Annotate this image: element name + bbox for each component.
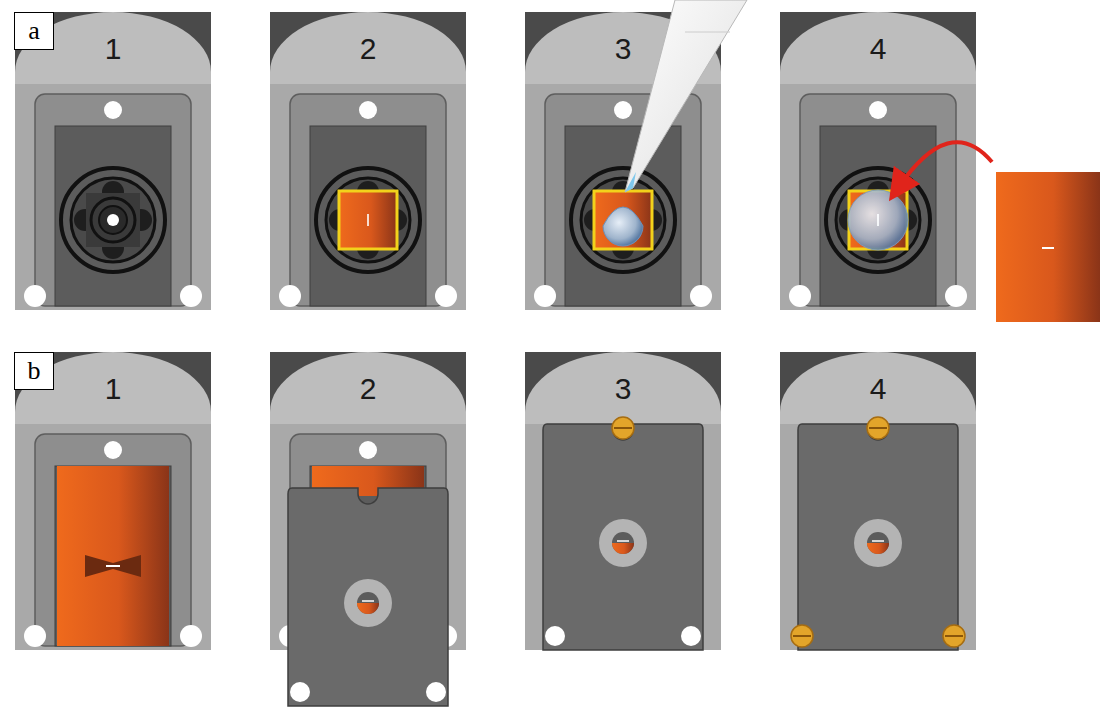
step-number: 4 xyxy=(848,372,908,406)
holder-panel xyxy=(780,12,1100,322)
holder-panel xyxy=(525,0,747,310)
holder-panel xyxy=(780,352,976,650)
holder-panel xyxy=(15,352,211,650)
step-number: 1 xyxy=(83,32,143,66)
holder-panel xyxy=(270,352,466,706)
holder-panel xyxy=(270,12,466,310)
holder-panel xyxy=(525,352,721,650)
row-label-box: a xyxy=(14,12,54,50)
step-number: 4 xyxy=(848,32,908,66)
row-letter: a xyxy=(28,16,40,46)
holder-panel xyxy=(15,12,211,310)
step-number: 2 xyxy=(338,32,398,66)
step-number: 3 xyxy=(593,32,653,66)
step-number: 1 xyxy=(83,372,143,406)
step-number: 3 xyxy=(593,372,653,406)
step-number: 2 xyxy=(338,372,398,406)
row-label-box: b xyxy=(14,352,54,390)
row-letter: b xyxy=(28,356,41,386)
